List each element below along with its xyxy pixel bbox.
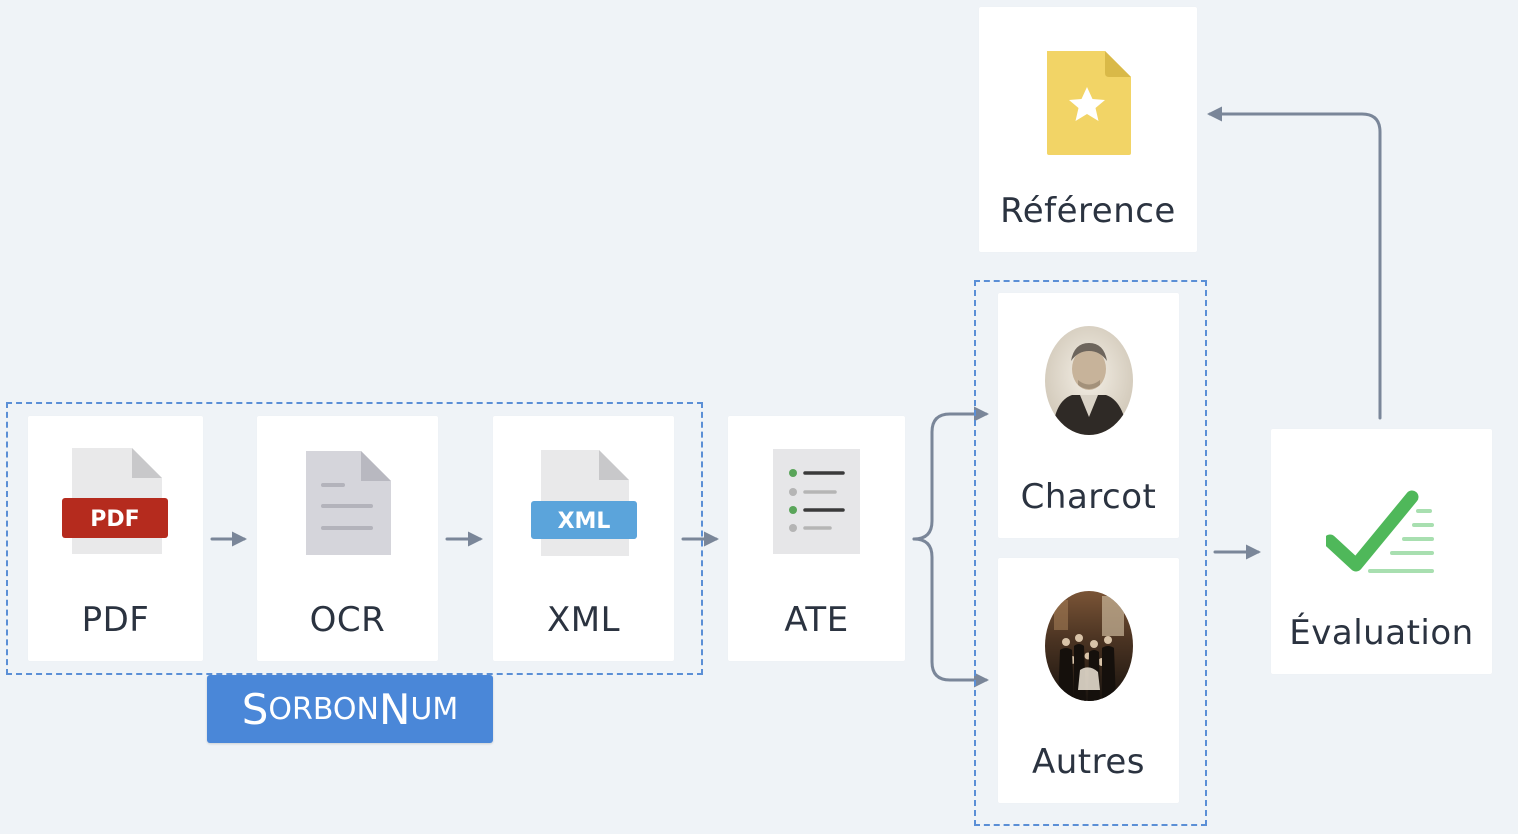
evaluation-node: Évaluation bbox=[1271, 429, 1492, 674]
badge-s: S bbox=[241, 684, 269, 734]
pdf-file-icon: PDF bbox=[62, 448, 168, 554]
arrow-evaluation-reference bbox=[1207, 106, 1382, 420]
sorbonnum-group-box bbox=[6, 402, 703, 675]
autres-node: Autres bbox=[998, 558, 1179, 803]
pdf-label: PDF bbox=[81, 600, 150, 640]
xml-icon-text: XML bbox=[558, 509, 611, 534]
reference-node: Référence bbox=[979, 7, 1197, 252]
xml-node: XML XML bbox=[493, 416, 674, 661]
ocr-label: OCR bbox=[309, 600, 386, 640]
reference-label: Référence bbox=[1000, 191, 1176, 231]
badge-n: N bbox=[378, 684, 411, 734]
autres-label: Autres bbox=[1031, 742, 1145, 782]
brace-arrow-autres bbox=[912, 537, 989, 688]
starred-file-icon bbox=[1047, 51, 1131, 155]
charcot-label: Charcot bbox=[1020, 477, 1157, 517]
ocr-node: OCR bbox=[257, 416, 438, 661]
ate-label: ATE bbox=[784, 600, 849, 640]
brace-arrow-charcot bbox=[912, 406, 989, 541]
pdf-icon-text: PDF bbox=[90, 507, 139, 532]
ate-node: ATE bbox=[728, 416, 905, 661]
xml-file-icon: XML bbox=[531, 450, 637, 556]
text-document-icon bbox=[306, 451, 391, 555]
portrait-photo bbox=[1045, 326, 1133, 435]
corpus-group-box bbox=[974, 280, 1207, 826]
bullet-list-icon bbox=[773, 449, 860, 554]
evaluation-label: Évaluation bbox=[1289, 613, 1474, 653]
badge-orbon: ORBON bbox=[268, 691, 379, 727]
group-painting-photo bbox=[1045, 591, 1133, 701]
xml-label: XML bbox=[546, 600, 621, 640]
pdf-node: PDF PDF bbox=[28, 416, 203, 661]
badge-um: UM bbox=[410, 691, 459, 727]
checklist-icon bbox=[1326, 490, 1434, 573]
charcot-node: Charcot bbox=[998, 293, 1179, 538]
